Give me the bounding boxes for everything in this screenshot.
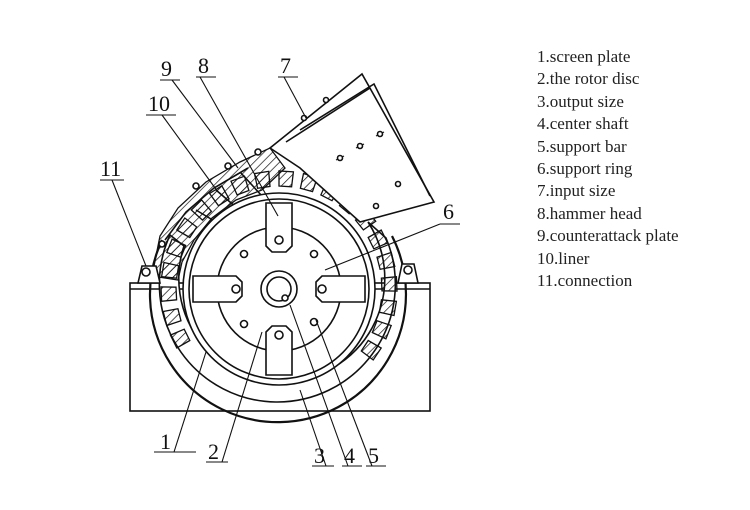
legend-item: 11.connection: [537, 271, 633, 291]
feed-hopper: [268, 72, 436, 223]
grate-bar: [367, 229, 389, 250]
grate-bar: [278, 170, 295, 188]
leader-lines: [100, 76, 460, 467]
callout-9: 9: [161, 56, 172, 81]
grate-bar: [376, 251, 396, 271]
parts-legend: 1.screen plate 2.the rotor disc 3.output…: [537, 46, 679, 292]
callout-10: 10: [148, 91, 170, 116]
callout-7: 7: [280, 53, 291, 78]
rotor-disc: [182, 192, 376, 386]
callout-4: 4: [344, 443, 355, 468]
grate-bar: [380, 275, 398, 292]
callout-11: 11: [100, 156, 121, 181]
callout-5: 5: [368, 443, 379, 468]
callout-6: 6: [443, 199, 454, 224]
callout-1: 1: [160, 429, 171, 454]
grate-bar: [371, 319, 393, 340]
grate-bar: [162, 307, 182, 327]
callout-3: 3: [314, 443, 325, 468]
legend-item: 4.center shaft: [537, 114, 629, 134]
legend-item: 3.output size: [537, 91, 624, 111]
legend-item: 1.screen plate: [537, 47, 631, 66]
callout-8: 8: [198, 53, 209, 78]
legend-item: 5.support bar: [537, 136, 627, 156]
legend-item: 9.counterattack plate: [537, 226, 679, 246]
grate-bar: [160, 286, 178, 303]
legend-item: 10.liner: [537, 248, 590, 268]
grate-bar: [360, 339, 383, 361]
callout-labels: 1 2 3 4 5 6 7 8 9 10 11: [100, 53, 454, 468]
legend-item: 7.input size: [537, 181, 616, 201]
grate-bar: [378, 299, 398, 317]
legend-item: 6.support ring: [537, 159, 633, 179]
hammer-heads: [192, 202, 366, 376]
connection-lugs: [136, 263, 419, 284]
callout-2: 2: [208, 439, 219, 464]
legend-item: 8.hammer head: [537, 203, 642, 223]
grate-bar: [169, 328, 191, 349]
support-bar-holes: [239, 249, 319, 329]
legend-item: 2.the rotor disc: [537, 69, 640, 89]
